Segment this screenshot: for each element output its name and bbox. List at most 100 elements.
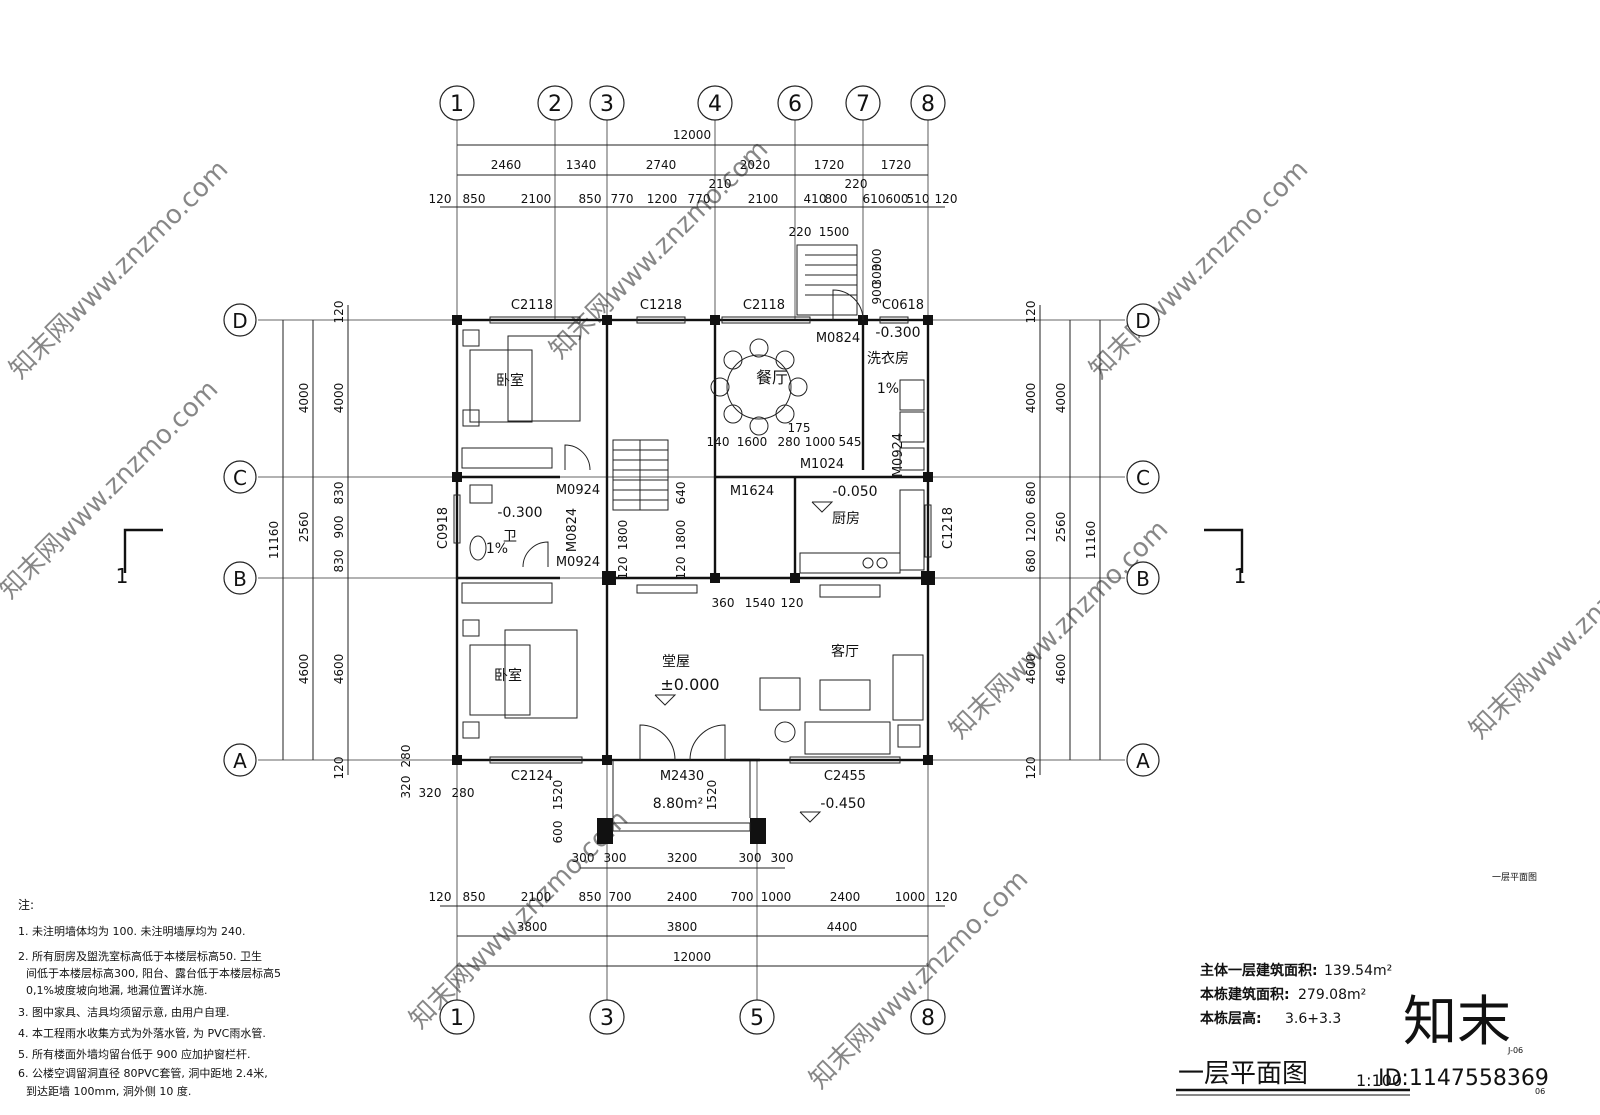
slope-label: 1% <box>486 541 508 557</box>
dim-text: 2400 <box>830 890 861 904</box>
area-value: 3.6+3.3 <box>1285 1011 1341 1027</box>
window-label: C0618 <box>882 298 924 313</box>
dim-text: 850 <box>463 192 486 206</box>
side-table <box>636 584 698 594</box>
right-dimensions: 120 4000 680 1200 680 4600 120 4000 2560… <box>1024 301 1101 780</box>
dim-text: 280 <box>452 786 475 800</box>
section-label: 1 <box>1234 564 1247 588</box>
laundry-sink <box>899 447 925 471</box>
dim-text: 120 <box>616 557 630 580</box>
level-label: -0.450 <box>820 796 865 812</box>
axis-label: D <box>1135 309 1150 333</box>
dim-text: 120 <box>935 890 958 904</box>
note-line: 0,1%坡度坡向地漏, 地漏位置详水施. <box>26 983 207 997</box>
dim-text: 600 <box>886 192 909 206</box>
dim-text: 4000 <box>1054 383 1068 414</box>
dim-text: 4600 <box>297 654 311 685</box>
walls <box>455 318 930 762</box>
dim-text: 300 <box>572 851 595 865</box>
dim-text: 510 <box>907 192 930 206</box>
axis-label: 5 <box>750 1006 764 1031</box>
room-label: 卧室 <box>494 667 522 684</box>
dim-text: 2020 <box>740 158 771 172</box>
note-line: 5. 所有楼面外墙均留台低于 900 应加护窗栏杆. <box>18 1047 250 1061</box>
dim-text: 640 <box>674 482 688 505</box>
door-label: M1624 <box>730 484 774 499</box>
dining-table <box>726 354 792 420</box>
room-label: 洗衣房 <box>867 351 909 367</box>
level-label: ±0.000 <box>660 675 719 694</box>
dim-text: 610 <box>863 192 886 206</box>
watermark-text: 知末网www.znzmo.com <box>1084 154 1315 385</box>
notes-heading: 注: <box>18 897 34 912</box>
dim-text: 600 <box>551 821 565 844</box>
dim-text: 120 <box>429 192 452 206</box>
axis-label: 4 <box>708 92 722 117</box>
watermark-text: 知末网www.znzmo.com <box>4 154 235 385</box>
dim-text: 175 <box>788 421 811 435</box>
note-line: 1. 未注明墙体均为 100. 未注明墙厚均为 240. <box>18 924 245 938</box>
axis-label: 8 <box>921 1006 935 1031</box>
dim-text: 12000 <box>673 950 711 964</box>
room-label: 客厅 <box>831 643 859 660</box>
door-label: M1024 <box>800 457 844 472</box>
section-marks: 1 1 <box>116 528 1247 588</box>
axis-label: C <box>233 466 247 490</box>
area-value: 279.08m² <box>1298 987 1366 1003</box>
dim-text: 4000 <box>297 383 311 414</box>
dim-text: 545 <box>839 435 862 449</box>
note-line: 3. 图中家具、洁具均须留示意, 由用户自理. <box>18 1005 229 1019</box>
area-label: 本栋层高: <box>1200 1010 1262 1027</box>
window-label: C1218 <box>640 298 682 313</box>
dim-text: 1000 <box>805 435 836 449</box>
area-value: 139.54m² <box>1324 963 1392 979</box>
interior-stair <box>612 439 669 511</box>
bed <box>504 629 578 719</box>
nightstand <box>462 619 480 637</box>
furniture <box>461 329 925 755</box>
dim-text: 1800 <box>674 520 688 551</box>
area-label: 8.80m² <box>653 796 703 812</box>
coffee-table <box>819 679 871 711</box>
wash-basin <box>469 484 493 504</box>
dim-text: 120 <box>1024 757 1038 780</box>
dim-text: 410 <box>804 192 827 206</box>
dim-text: 1520 <box>551 780 565 811</box>
dim-text: 4400 <box>827 920 858 934</box>
dim-text: 120 <box>332 301 346 324</box>
window-label: C2124 <box>511 769 553 784</box>
dim-text: 770 <box>611 192 634 206</box>
watermark-text: 知末网www.znzmo.com <box>944 514 1175 745</box>
axis-label: B <box>1136 567 1150 591</box>
axis-label: B <box>233 567 247 591</box>
sofa <box>892 654 924 721</box>
door-label: M0824 <box>565 508 580 552</box>
axis-label: A <box>233 749 247 773</box>
wardrobe <box>461 447 553 469</box>
wardrobe <box>461 582 553 604</box>
toilet <box>469 535 487 561</box>
right-axis-bubbles: D C B A <box>1126 303 1160 777</box>
dim-text: 680 <box>1024 482 1038 505</box>
bed <box>507 335 581 422</box>
dim-text: 1720 <box>814 158 845 172</box>
window-label: C2455 <box>824 769 866 784</box>
dim-text: 280 <box>778 435 801 449</box>
sheet-number-small: 06 <box>1535 1087 1545 1096</box>
dim-text: 1340 <box>566 158 597 172</box>
drawing-scale: 1:100 <box>1356 1071 1402 1090</box>
top-dimensions: 12000 2460 1340 2740 2020 1720 1720 120 … <box>429 128 958 304</box>
door-label: M0824 <box>816 331 860 346</box>
note-line: 到达距墙 100mm, 洞外侧 10 度. <box>26 1084 191 1098</box>
notes: 注: 1. 未注明墙体均为 100. 未注明墙厚均为 240. 2. 所有厨房及… <box>18 897 281 1098</box>
dim-text: 120 <box>781 596 804 610</box>
dim-text: 1520 <box>705 780 719 811</box>
door-label: M0924 <box>556 555 600 570</box>
axis-label: D <box>232 309 247 333</box>
washing-machine <box>899 411 925 443</box>
bed-cover <box>469 349 533 423</box>
dim-text: 2100 <box>748 192 779 206</box>
dim-text: 1540 <box>745 596 776 610</box>
dim-text: 850 <box>463 890 486 904</box>
dim-text: 3200 <box>667 851 698 865</box>
